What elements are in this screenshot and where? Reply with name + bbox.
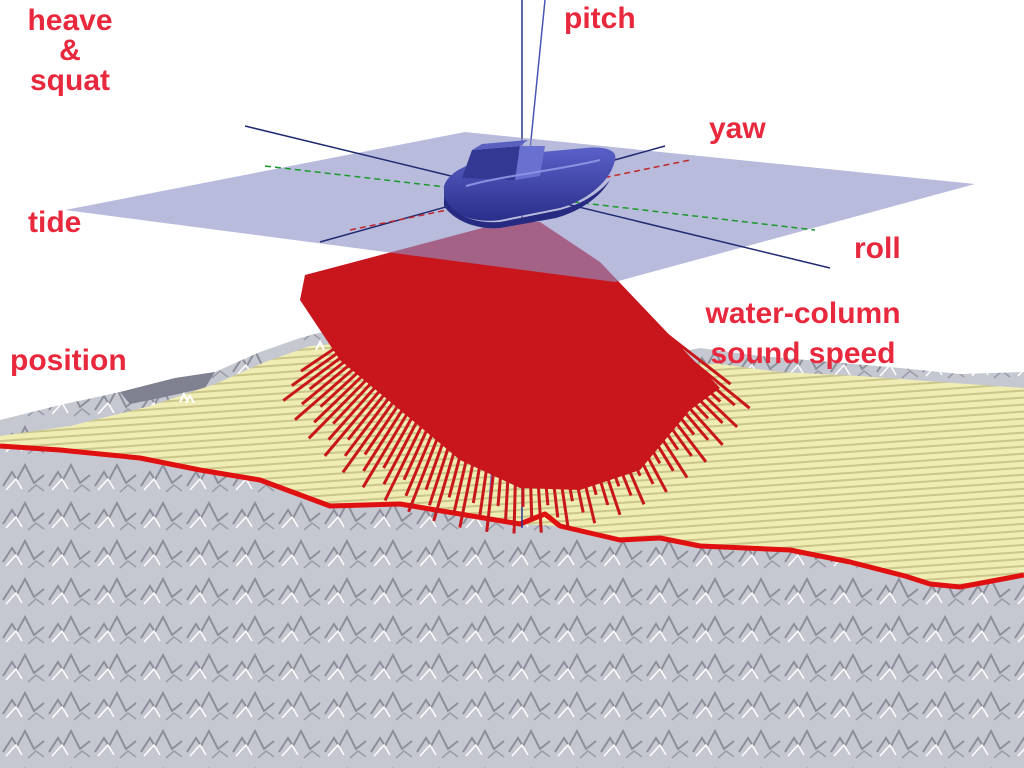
label-ampersand: & — [59, 34, 81, 67]
label-water-column-line1: water-column — [705, 297, 901, 330]
label-roll: roll — [854, 232, 901, 265]
beam-ray — [458, 221, 524, 528]
beam-ray — [485, 221, 524, 532]
buoy-marker — [179, 391, 195, 404]
label-pitch: pitch — [564, 2, 636, 35]
label-squat: squat — [29, 64, 110, 97]
buoy-marker — [315, 339, 325, 351]
label-position: position — [10, 344, 127, 377]
beam-ray — [512, 221, 524, 534]
label-heave-squat: heave & squat — [18, 6, 122, 96]
label-yaw: yaw — [709, 112, 766, 145]
survey-vessel — [444, 140, 616, 229]
beam-ray — [520, 221, 543, 533]
label-water-column: water-column sound speed — [688, 294, 918, 374]
pitch-axis — [529, 0, 546, 151]
green-reference-line — [264, 165, 816, 231]
label-water-column-line2: sound speed — [710, 337, 896, 370]
label-tide: tide — [28, 206, 82, 239]
seafloor-ridge — [120, 372, 215, 404]
label-heave: heave — [27, 4, 113, 37]
swath-edge — [0, 443, 1024, 590]
